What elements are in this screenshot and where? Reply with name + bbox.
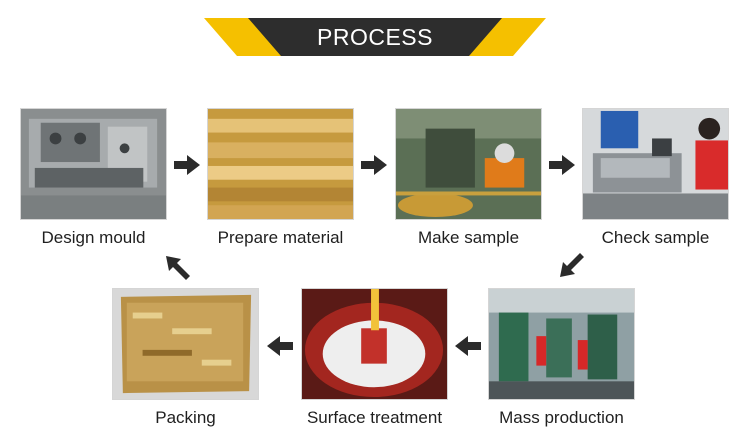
arrow-left-icon [267, 336, 293, 356]
step-label-check-sample: Check sample [601, 228, 710, 247]
arrow-left-icon [455, 336, 481, 356]
process-banner: PROCESS [0, 0, 750, 70]
step-label-packing: Packing [155, 408, 216, 427]
mass-production-photo [488, 288, 635, 400]
step-label-design-mould: Design mould [41, 228, 146, 247]
arrow-right-icon [549, 155, 575, 175]
page-title: PROCESS [317, 23, 433, 50]
step-label-mass-production: Mass production [499, 408, 624, 427]
arrow-up-left-icon [164, 254, 190, 280]
step-label-surface-treatment: Surface treatment [306, 408, 443, 427]
surface-treatment-photo [301, 288, 448, 400]
arrow-right-icon [174, 155, 200, 175]
packing-photo [112, 288, 259, 400]
make-sample-photo [395, 108, 542, 220]
step-label-make-sample: Make sample [417, 228, 520, 247]
banner-shape [204, 18, 546, 56]
design-mould-photo [20, 108, 167, 220]
arrow-down-left-icon [558, 253, 584, 279]
prepare-material-photo [207, 108, 354, 220]
step-label-prepare-material: Prepare material [217, 228, 344, 247]
arrow-right-icon [361, 155, 387, 175]
check-sample-photo [582, 108, 729, 220]
